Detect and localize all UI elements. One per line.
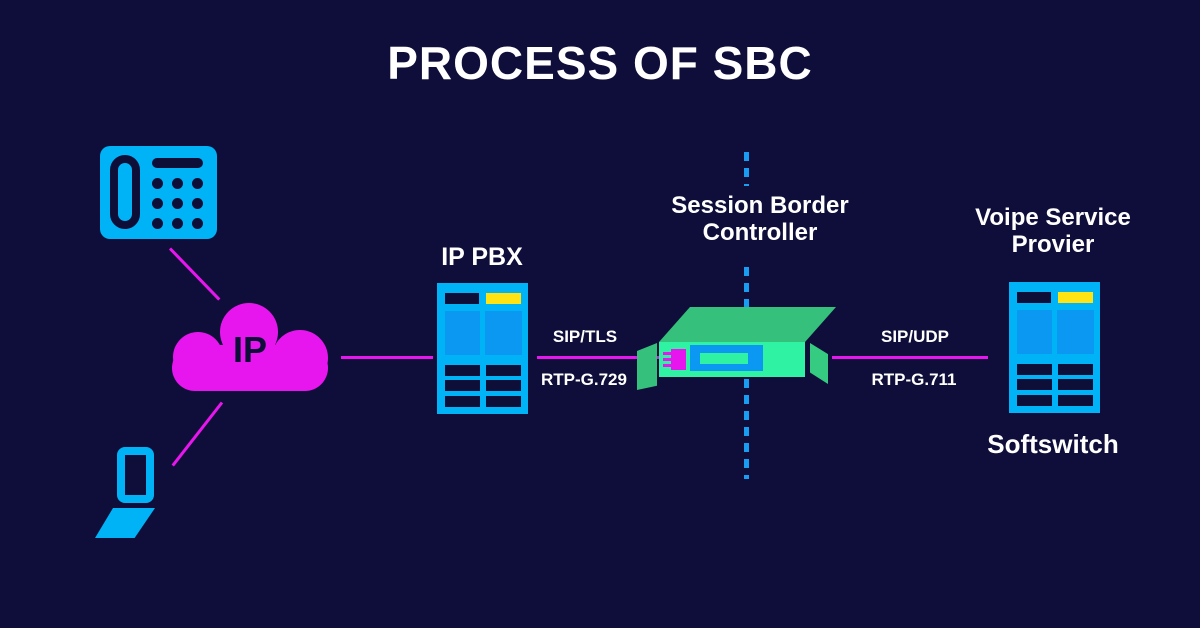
left-link-protocol: SIP/TLS	[552, 327, 618, 346]
page-title: PROCESS OF SBC	[387, 37, 813, 89]
right-link-codec: RTP-G.711	[871, 370, 957, 389]
laptop-base	[95, 508, 155, 538]
sbc-plug-teeth	[663, 352, 671, 368]
connector-cloud-to-laptop	[171, 401, 224, 467]
pbx-server-icon	[437, 283, 528, 414]
phone-display-bar	[152, 158, 203, 168]
sbc-right-flap	[810, 343, 828, 384]
left-link-codec: RTP-G.729	[541, 370, 627, 389]
provider-label-line2: Provier	[1011, 231, 1095, 258]
phone-keypad	[152, 178, 203, 229]
connector-sbc-to-provider	[832, 356, 988, 359]
sbc-label-line2: Controller	[702, 219, 818, 246]
sbc-screen-bar	[700, 353, 748, 364]
phone-handset-icon	[110, 155, 140, 229]
cloud-label: IP	[232, 329, 267, 370]
desk-phone-icon	[100, 146, 217, 239]
connector-cloud-to-pbx	[341, 356, 433, 359]
softswitch-label: Softswitch	[987, 429, 1119, 459]
laptop-icon	[117, 447, 154, 503]
sbc-device-icon	[659, 307, 836, 342]
ip-cloud-icon: IP	[170, 303, 330, 391]
connector-phone-to-cloud	[168, 247, 221, 301]
pbx-label: IP PBX	[441, 243, 523, 271]
connector-pbx-to-sbc	[537, 356, 665, 359]
dashed-boundary-line	[744, 152, 749, 186]
sbc-label-line1: Session Border	[671, 192, 849, 219]
sbc-screen	[690, 345, 763, 371]
right-link-protocol: SIP/UDP	[880, 327, 950, 346]
sbc-label: Session Border Controller	[660, 192, 860, 246]
provider-label: Voipe Service Provier	[953, 204, 1153, 258]
sbc-left-flap	[637, 343, 657, 390]
provider-label-line1: Voipe Service	[975, 204, 1131, 231]
sbc-plug-icon	[671, 349, 686, 370]
provider-server-icon	[1009, 282, 1100, 413]
